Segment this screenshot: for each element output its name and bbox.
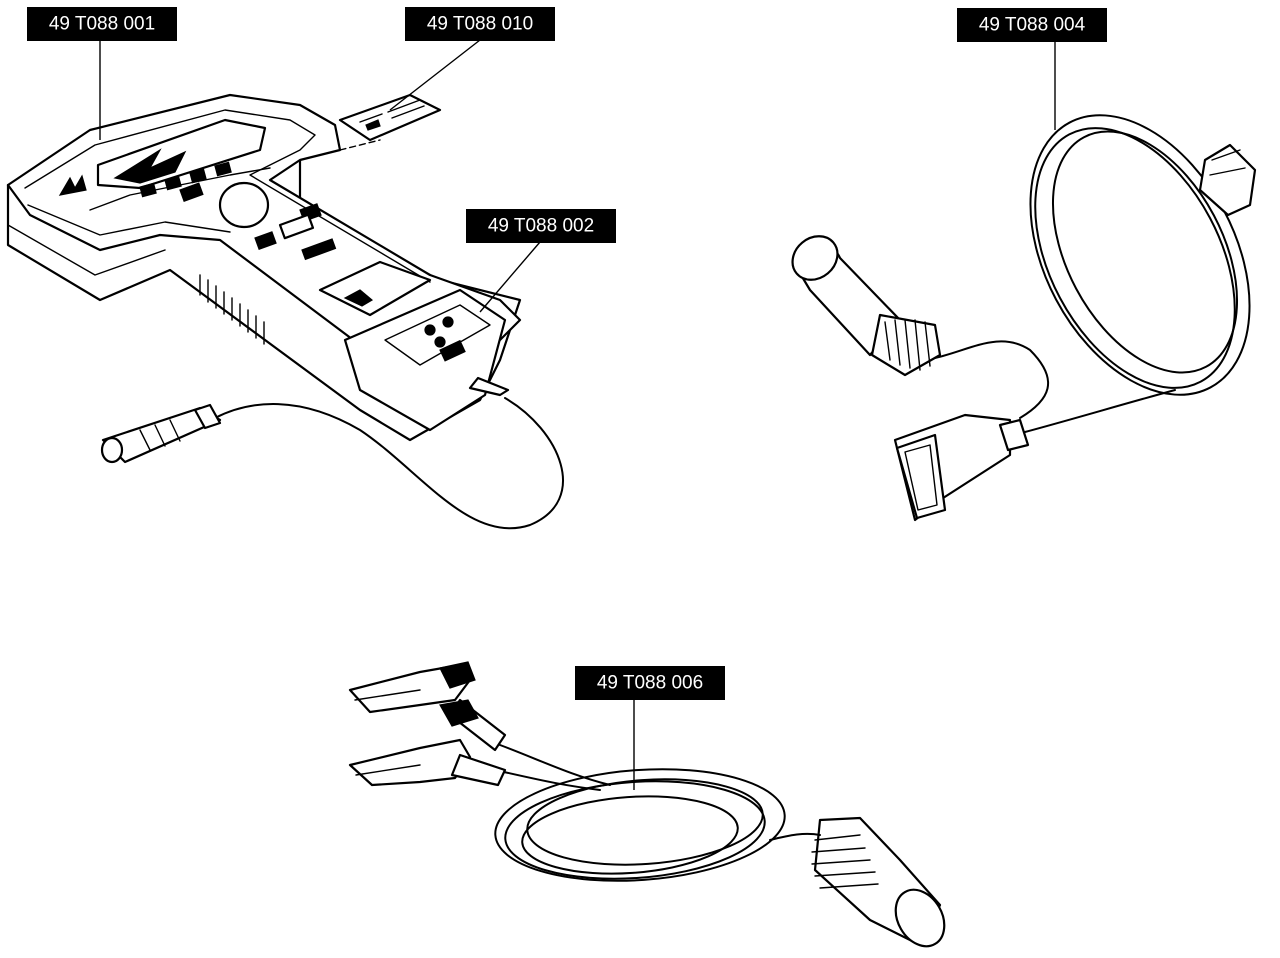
part-tag-main-unit: 49 T088 001	[27, 7, 177, 41]
part-number-sensor-cable: 49 T088 004	[979, 15, 1086, 36]
tester-unit-illustration	[6, 93, 522, 442]
card-illustration	[338, 93, 442, 151]
part-number-main-unit: 49 T088 001	[49, 14, 155, 35]
part-tag-adapter: 49 T088 002	[466, 209, 616, 243]
leader-lines	[99, 39, 1056, 790]
part-number-adapter: 49 T088 002	[488, 216, 594, 237]
clip-cable-illustration	[348, 661, 946, 948]
part-number-card: 49 T088 010	[427, 14, 533, 35]
part-tag-sensor-cable: 49 T088 004	[957, 8, 1107, 42]
part-tag-clip-cable: 49 T088 006	[575, 666, 725, 700]
lighter-plug-illustration	[100, 397, 564, 530]
sensor-cable-illustration	[791, 114, 1257, 522]
part-number-clip-cable: 49 T088 006	[597, 673, 703, 694]
part-tag-card: 49 T088 010	[405, 7, 555, 41]
